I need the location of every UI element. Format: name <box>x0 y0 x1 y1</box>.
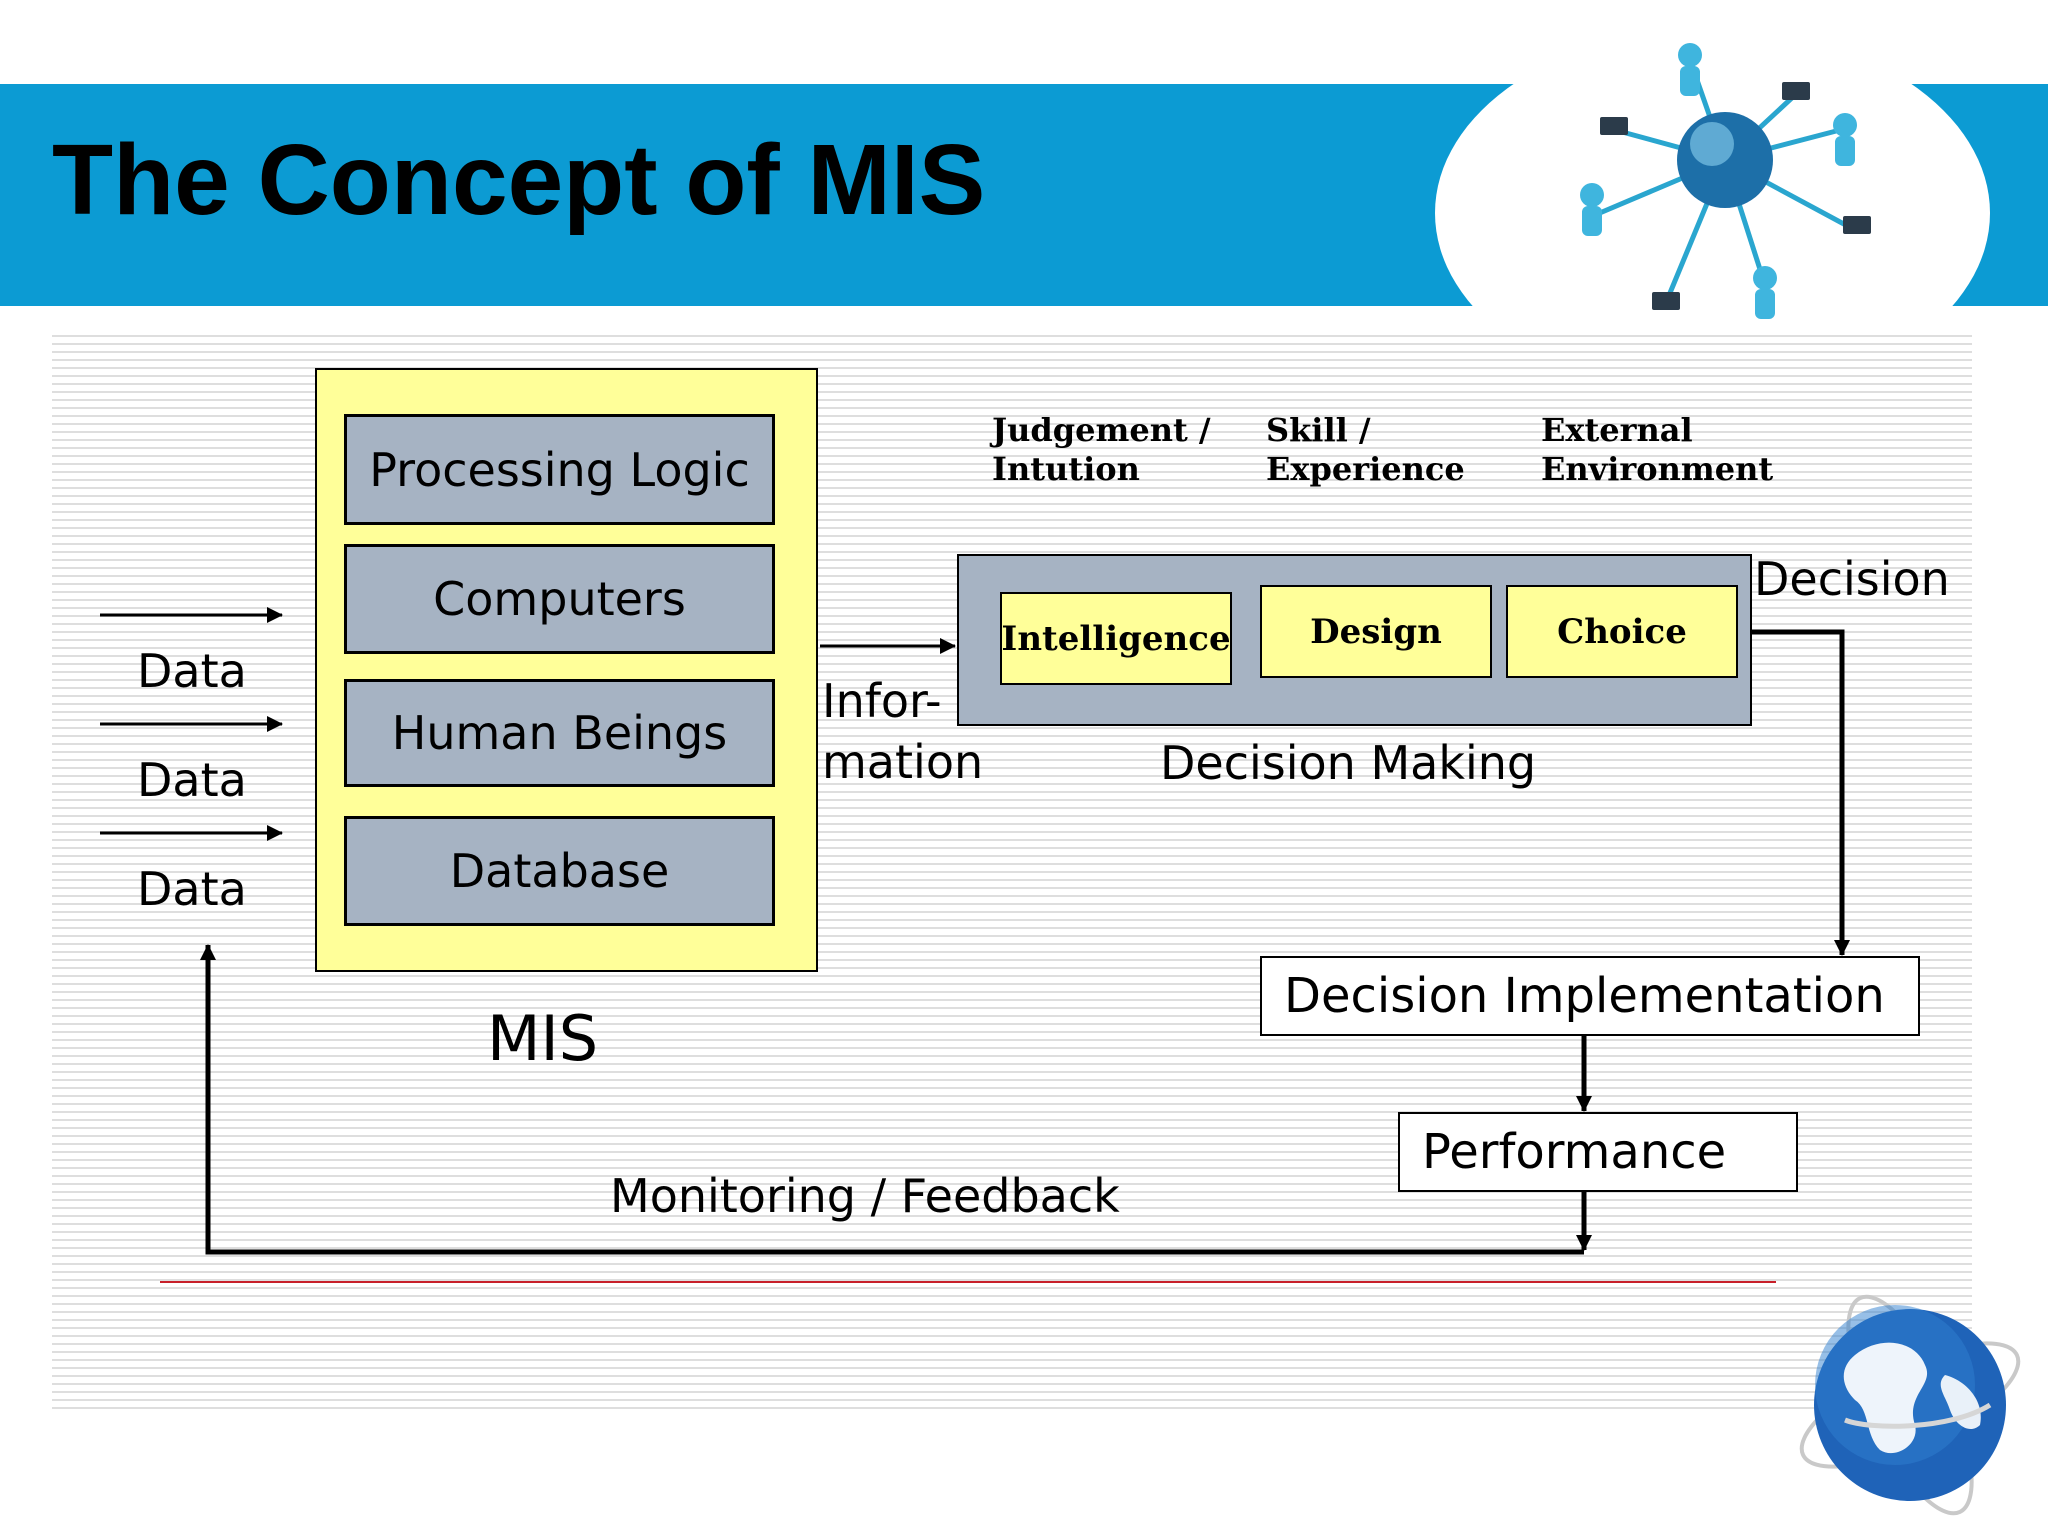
monitoring-feedback-label: Monitoring / Feedback <box>610 1169 1120 1223</box>
skill-factor-line1: Skill / <box>1266 411 1371 449</box>
data-label: Data <box>137 644 247 698</box>
data-label: Data <box>137 753 247 807</box>
computers-box: Computers <box>344 544 775 654</box>
environment-factor-line2: Environment <box>1541 450 1774 488</box>
environment-factor-line1: External <box>1541 411 1693 449</box>
network-hub-icon <box>1580 43 1871 319</box>
intelligence-box: Intelligence <box>1000 592 1232 685</box>
decision-making-label: Decision Making <box>1160 736 1537 790</box>
information-label-line1: Infor- <box>822 674 942 728</box>
performance-box: Performance <box>1398 1112 1798 1192</box>
data-label: Data <box>137 862 247 916</box>
skill-factor-line2: Experience <box>1266 450 1465 488</box>
human-beings-box: Human Beings <box>344 679 775 787</box>
processing-logic-box: Processing Logic <box>344 414 775 525</box>
mis-label: MIS <box>487 1002 599 1075</box>
slide-title: The Concept of MIS <box>52 124 986 236</box>
design-box: Design <box>1260 585 1492 678</box>
information-label-line2: mation <box>822 735 984 789</box>
choice-box: Choice <box>1506 585 1738 678</box>
footer-rule <box>160 1281 1776 1283</box>
decision-implementation-box: Decision Implementation <box>1260 956 1920 1036</box>
judgement-factor-line2: Intution <box>992 450 1140 488</box>
judgement-factor-line1: Judgement / <box>992 411 1211 449</box>
database-box: Database <box>344 816 775 926</box>
decision-label: Decision <box>1754 552 1950 606</box>
globe-icon <box>1799 1294 2021 1516</box>
